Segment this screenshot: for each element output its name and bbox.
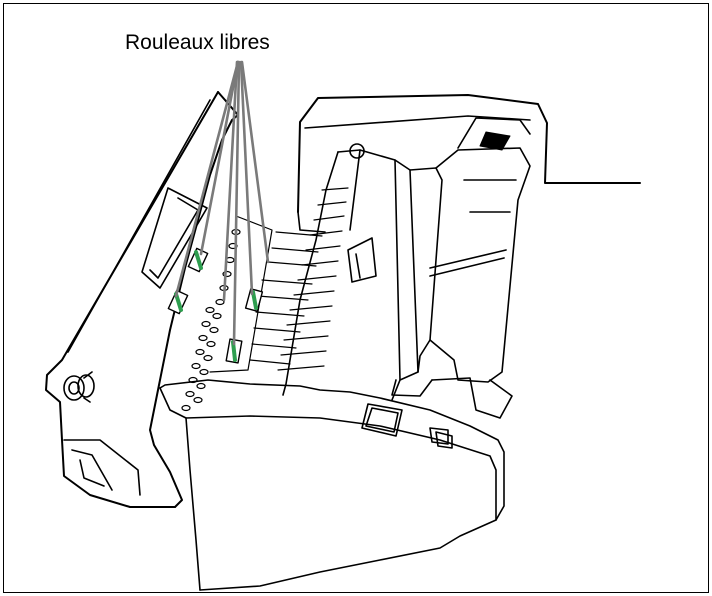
rear-housing [297, 94, 641, 233]
cover-roller-guides [181, 215, 273, 412]
right-frame [391, 117, 531, 419]
free-rollers [167, 247, 264, 364]
feed-area [249, 149, 419, 401]
cover-knob [63, 371, 95, 403]
roller-1 [187, 247, 209, 273]
callout-label: Rouleaux libres [125, 31, 270, 54]
opened-cover [45, 91, 239, 508]
roller-2 [167, 289, 189, 315]
main-body [159, 379, 505, 591]
figure-frame [3, 3, 709, 593]
roller-3 [244, 288, 264, 312]
leader-lines [174, 60, 270, 346]
